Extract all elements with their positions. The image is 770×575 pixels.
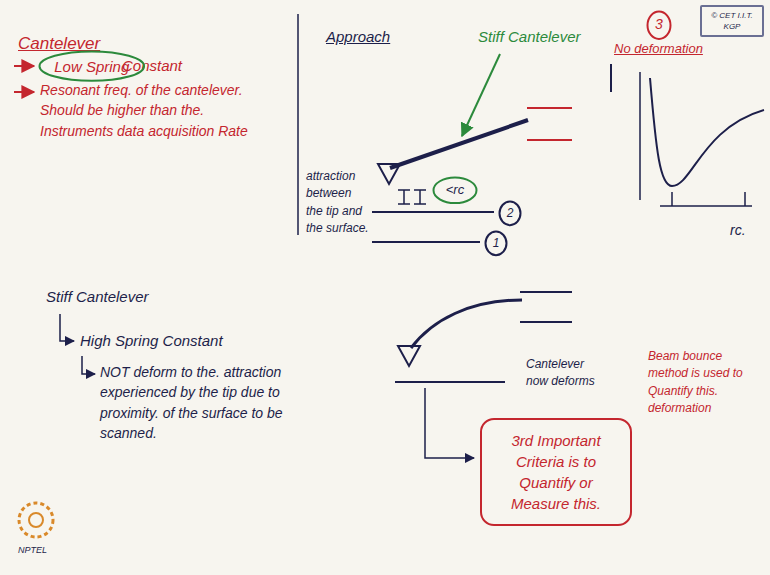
- annotation: Cantelever now deforms: [526, 356, 604, 391]
- node-text: © CET I.I.T. KGP: [705, 10, 759, 32]
- node-text: 2: [507, 205, 514, 222]
- surface-line: [372, 211, 494, 213]
- node-text: <rc: [446, 181, 464, 199]
- callout-number: 2: [498, 200, 522, 227]
- surface-line: [395, 381, 505, 383]
- outline-ellipse: [434, 178, 477, 204]
- pointer-arrow: [462, 54, 500, 136]
- note-text: NOT deform to the. attraction experience…: [100, 362, 318, 443]
- callout-number: 1: [484, 230, 508, 257]
- potential-curve: [650, 78, 764, 186]
- bullet-arrow: [14, 65, 34, 67]
- logo-gear: [19, 503, 53, 537]
- divider-line: [297, 14, 299, 235]
- note-text: High Spring Constant: [80, 330, 270, 352]
- cantilever-beam: [411, 300, 522, 348]
- note-box: 3rd Important Criteria is to Quantify or…: [480, 418, 632, 526]
- node-text: 3rd Important Criteria is to Quantify or…: [492, 430, 620, 514]
- bullet-arrow: [14, 91, 34, 93]
- heading: Stiff Cantelever: [46, 286, 206, 308]
- outline-ellipse: [500, 202, 521, 226]
- cantilever-tip: [398, 346, 420, 366]
- cantilever-base: [520, 292, 572, 322]
- annotation: attraction between the tip and the surfa…: [306, 168, 370, 238]
- axis-label: rc.: [730, 220, 764, 240]
- bullet-arrow: [82, 356, 95, 374]
- logo-text: NPTEL: [18, 544, 68, 557]
- highlight-circle: Low Spring: [38, 50, 146, 82]
- distance-marker: [398, 190, 426, 204]
- marker-line: [610, 64, 612, 92]
- outline-ellipse: [486, 232, 507, 256]
- node-text: 3: [655, 15, 663, 35]
- note-text: Resonant freq. of the cantelever. Should…: [40, 80, 268, 141]
- node-text: 1: [493, 235, 500, 252]
- graph-axis: [639, 72, 641, 200]
- outline-ellipse: [40, 52, 145, 81]
- section-heading: Approach: [326, 26, 436, 48]
- annotation: Beam bounce method is used to Quantify t…: [648, 348, 764, 418]
- pointer-arrow: [425, 388, 474, 458]
- highlight-circle: <rc: [432, 176, 478, 205]
- bullet-arrow: [60, 314, 74, 341]
- outline-ellipse: [648, 12, 671, 39]
- logo-hub: [29, 513, 43, 527]
- tick-mark: [672, 192, 745, 206]
- watermark-box: © CET I.I.T. KGP: [700, 5, 764, 37]
- cantilever-tip: [378, 164, 400, 184]
- cantilever-base: [527, 108, 572, 140]
- annotation: No deformation: [614, 40, 734, 59]
- node-text: Low Spring: [54, 56, 129, 77]
- heading: Cantelever: [18, 32, 158, 57]
- callout-number: 3: [646, 10, 672, 40]
- cantilever-beam: [390, 120, 528, 168]
- annotation: Stiff Cantelever: [478, 26, 608, 48]
- range-line: [660, 205, 752, 207]
- surface-line: [372, 241, 480, 243]
